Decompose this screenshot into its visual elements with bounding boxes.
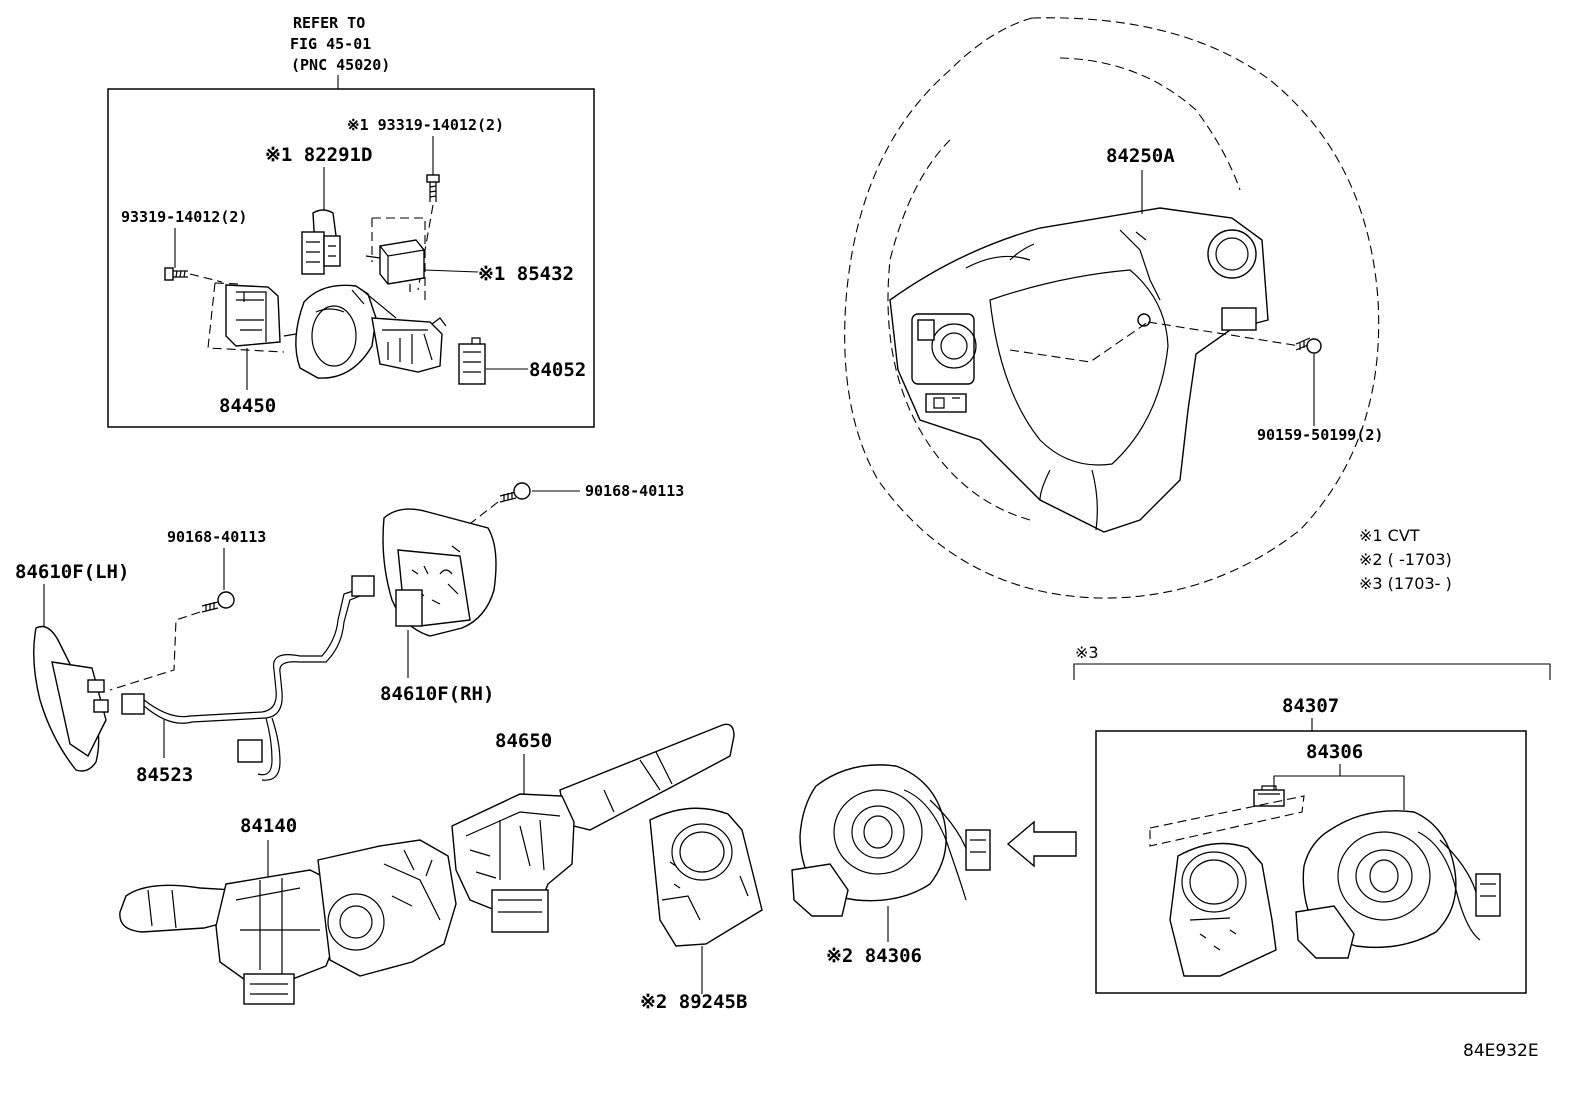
svg-text:REFER TO: REFER TO (293, 14, 365, 32)
callout-90168-rh: 90168-40113 (585, 482, 684, 500)
part-85432-relay (365, 217, 479, 300)
kit-dashed-guide (1149, 795, 1305, 847)
variant-bracket (1073, 663, 1551, 680)
callout-84450: 84450 (219, 395, 276, 417)
part-84306-spiral-cable (791, 764, 991, 942)
screw-90168-lh (109, 548, 235, 691)
part-84610f-rh-paddle (382, 508, 497, 678)
part-84052-connector (458, 337, 528, 385)
part-combination-switch-body (283, 284, 447, 379)
part-84450-switch (207, 282, 285, 390)
callout-84650: 84650 (495, 730, 552, 752)
callout-84523: 84523 (136, 764, 193, 786)
callout-note-3: ※3 (1075, 643, 1099, 662)
part-89245b-steering-sensor (649, 807, 763, 994)
callout-93319-left: 93319-14012(2) (121, 208, 247, 226)
part-84523-wire-harness (121, 575, 375, 781)
legend-note-1: ※1 CVT (1359, 526, 1420, 545)
sheet-code: 84E932E (1463, 1041, 1539, 1061)
screw-93319-left (164, 228, 223, 283)
part-kit-sensor (1169, 842, 1277, 977)
callout-84306-box: 84306 (1306, 741, 1363, 763)
callout-93319-top: ※1 93319-14012(2) (347, 116, 504, 134)
callout-84610f-lh: 84610F(LH) (15, 561, 129, 583)
part-82291d-wire-connector (301, 209, 341, 275)
callout-89245b: ※2 89245B (640, 991, 747, 1013)
callout-90159: 90159-50199(2) (1257, 426, 1383, 444)
part-clip (1253, 785, 1285, 807)
legend-notes: ※1 CVT ※2 ( -1703) ※3 (1703- ) (1359, 526, 1452, 593)
callout-84140: 84140 (240, 815, 297, 837)
callout-84052: 84052 (529, 359, 586, 381)
part-84650-wiper-switch (451, 723, 735, 933)
combination-switch-subassembly-box (107, 88, 595, 428)
callout-84306-box-leader (1273, 764, 1405, 810)
part-kit-spiral-cable (1295, 810, 1501, 959)
callout-82291d: ※1 82291D (265, 144, 372, 166)
part-84140-headlamp-switch (119, 839, 457, 1005)
svg-text:(PNC 45020): (PNC 45020) (291, 56, 390, 74)
callout-84250a: 84250A (1106, 145, 1175, 167)
legend-note-3: ※3 (1703- ) (1359, 574, 1452, 593)
screw-90168-rh (461, 482, 580, 531)
screw-90159 (1295, 337, 1322, 426)
legend-note-2: ※2 ( -1703) (1359, 550, 1452, 569)
arrow-icon (1006, 820, 1077, 868)
callout-84306-mid: ※2 84306 (826, 945, 922, 967)
callout-85432: ※1 85432 (478, 263, 574, 285)
callout-84307: 84307 (1282, 695, 1339, 717)
callout-90168-lh: 90168-40113 (167, 528, 266, 546)
refer-label: REFER TO FIG 45-01 (PNC 45020) (290, 14, 390, 89)
svg-text:FIG 45-01: FIG 45-01 (290, 35, 371, 53)
callout-84610f-rh: 84610F(RH) (380, 683, 494, 705)
spiral-cable-kit-box (1095, 730, 1527, 994)
part-84610f-lh-paddle (33, 625, 109, 772)
part-84250a-steering-wheel (844, 17, 1380, 599)
